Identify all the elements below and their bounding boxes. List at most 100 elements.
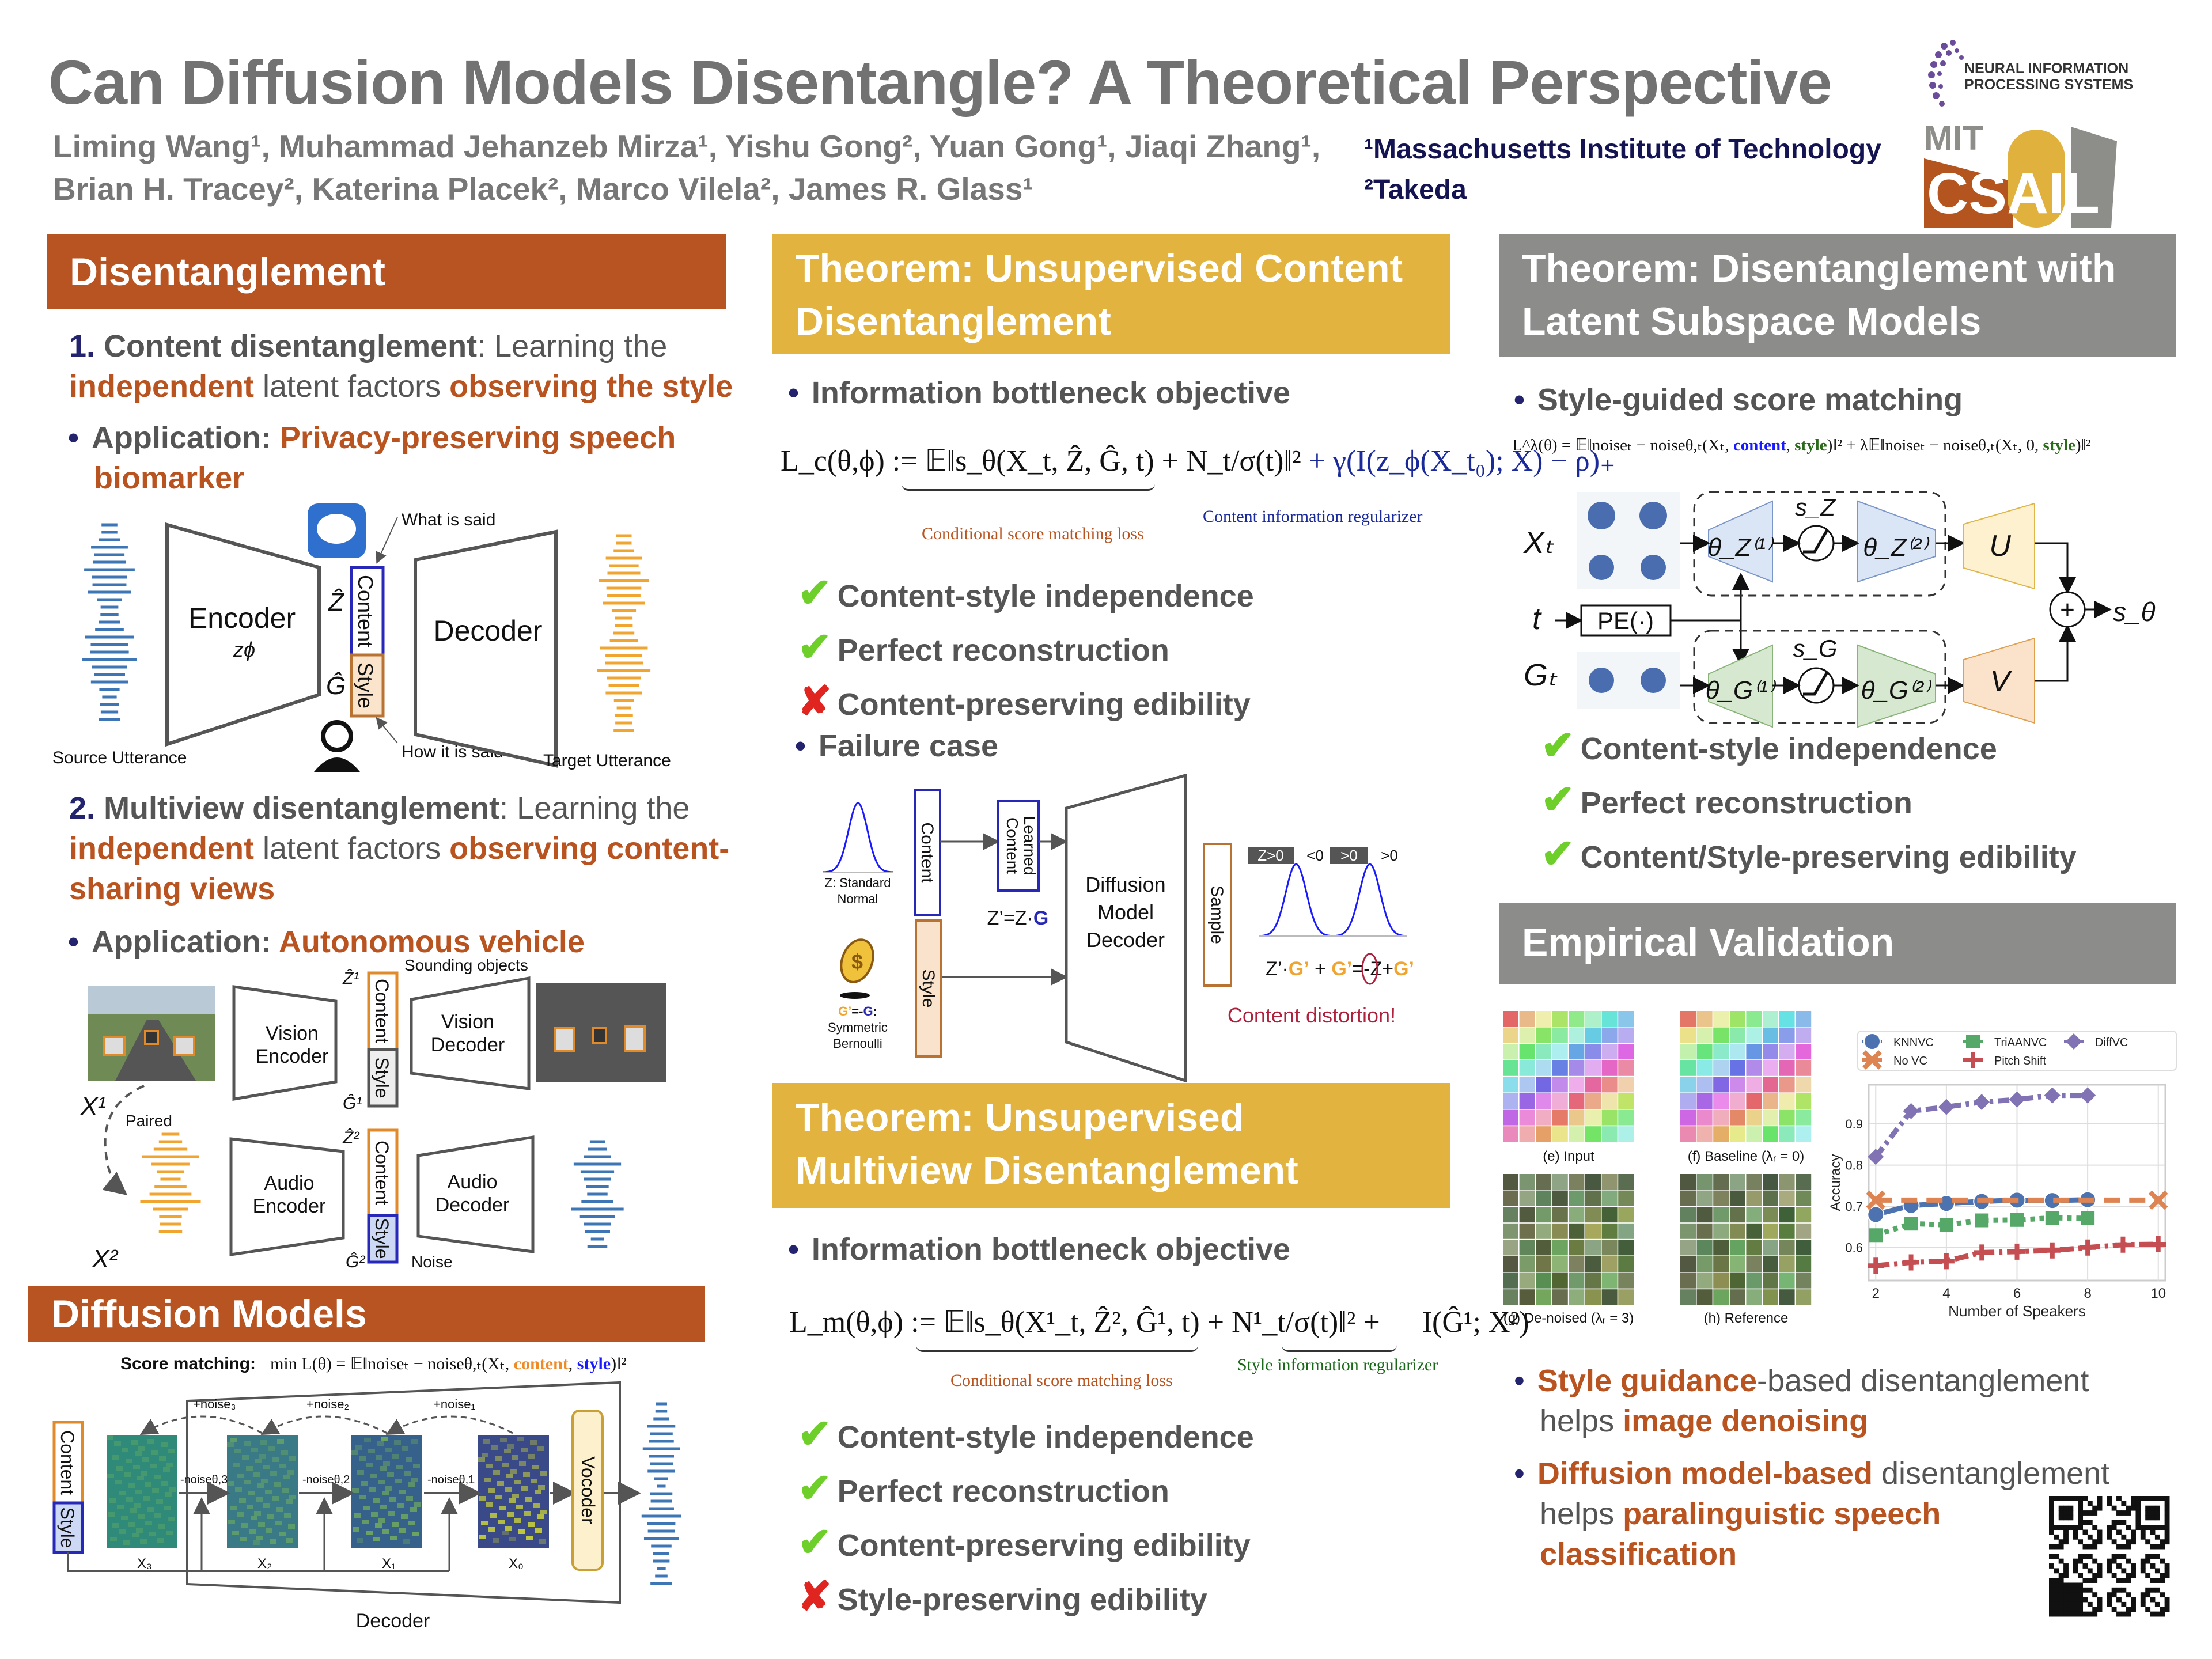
style-box (915, 919, 942, 1058)
style-box-1 (367, 1048, 399, 1108)
x-tick-label: 4 (1942, 1286, 1950, 1301)
brace (902, 484, 1155, 491)
add-noise-label: +noise₂ (306, 1397, 349, 1411)
annotation-regularizer: Style information regularizer (1237, 1355, 1438, 1374)
authors-line-2: Brian H. Tracey², Katerina Placek², Marc… (53, 171, 1033, 207)
sub-noise-label: -noiseθ,1 (427, 1474, 475, 1486)
style-label: Style (354, 662, 377, 709)
check-icon: ✔ (798, 570, 832, 615)
neurips-text-2: PROCESSING SYSTEMS (1964, 77, 2134, 93)
check-text: Perfect reconstruction (837, 633, 1169, 668)
spectrogram (227, 1435, 298, 1548)
theorem3-checks: ✔Content-style independence ✔Perfect rec… (1541, 720, 2077, 882)
bullet-info-bottleneck-2: •Information bottleneck objective (788, 1232, 1291, 1267)
mit-csail-logo: MIT CSAIL (1921, 118, 2117, 233)
qr-code (2049, 1496, 2170, 1617)
decoder-label: Model (1097, 900, 1154, 924)
legend-item: KNNVC (1862, 1033, 1934, 1050)
content-box (52, 1421, 84, 1505)
u-label: U (1989, 529, 2011, 563)
check-item: ✔Content/Style-preserving edibility (1541, 828, 2077, 882)
formula-content: content (513, 1354, 569, 1373)
vision-encoder-label-1: Vision (266, 1022, 319, 1044)
content-label: Content (372, 1141, 392, 1205)
bullet-text: Style-guided score matching (1537, 382, 1963, 417)
t-label: t (1532, 601, 1542, 636)
highlight: sharing views (69, 872, 275, 906)
check-text: Content-style independence (837, 579, 1254, 613)
standard-normal-curve (822, 802, 894, 873)
v-block (1963, 637, 2035, 724)
legend-marker (1966, 1035, 1980, 1048)
sub-noise-label: -noiseθ,2 (302, 1474, 350, 1486)
check-item: ✔Content-style independence (798, 1408, 1254, 1463)
legend-marker (1863, 1033, 1881, 1050)
bullet-info-bottleneck: •Information bottleneck objective (788, 376, 1291, 410)
application-value: Autonomous vehicle (278, 925, 585, 959)
check-icon: ✔ (798, 624, 832, 669)
positive-label: >0 (1381, 847, 1398, 864)
audio-output-waveform (571, 1140, 624, 1248)
data-point (1939, 1218, 1953, 1232)
image-panel (1503, 1011, 1634, 1142)
cross-icon: ✘ (798, 679, 832, 724)
x1-label: X¹ (80, 1092, 106, 1120)
z-label: Normal (838, 892, 878, 906)
diffusion-decoder-diagram: Content Style +noise₃ +noise₂ +noise₁ -n… (52, 1381, 681, 1632)
multiview-disentanglement-text: 2. Multiview disentanglement: Learning t… (69, 788, 729, 909)
paired-arrow (102, 1085, 145, 1196)
item-number: 2. (69, 791, 96, 825)
image-panel (1680, 1174, 1812, 1305)
data-point (2009, 1091, 2025, 1108)
content-box-1 (367, 971, 399, 1051)
sample-label: Sample (1207, 885, 1226, 944)
highlight: Style guidance (1537, 1363, 1758, 1398)
decoder-label: Decoder (1086, 928, 1165, 952)
bernoulli-label: Bernoulli (833, 1036, 882, 1051)
vision-decoder-label-2: Decoder (431, 1034, 505, 1056)
data-point (1866, 1190, 1886, 1210)
section-header-diffusion: Diffusion Models (28, 1286, 705, 1342)
encoder-shape (165, 522, 321, 747)
series-diffvc (1868, 1087, 2096, 1165)
learned-content-box (997, 800, 1040, 892)
z-phi-label: zϕ (233, 638, 255, 661)
z-prime-label: Z’=Z·G (987, 907, 1049, 929)
data-point (2010, 1213, 2024, 1227)
data-point (1867, 1206, 1885, 1224)
item-text: : Learning the (499, 791, 690, 825)
formula-content: content (1733, 436, 1786, 454)
formula-loss: L_m(θ,ϕ) := 𝔼‖s_θ(X¹_t, Ẑ², Ĝ¹, t) + N¹_… (789, 1306, 1380, 1339)
formula-style: style (577, 1354, 611, 1373)
content-loss-formula: L_c(θ,ϕ) := 𝔼‖s_θ(X_t, Ẑ, Ĝ, t) + N_t/σ(… (781, 444, 1616, 478)
highlight: observing the style (449, 369, 733, 404)
x-axis-label: Number of Speakers (1948, 1302, 2085, 1320)
z1-label: Ẑ¹ (342, 969, 359, 988)
x-label: X₁ (382, 1556, 396, 1571)
audio-decoder-label-1: Audio (448, 1171, 498, 1193)
highlight: image denoising (1623, 1404, 1869, 1438)
check-text: Content-preserving edibility (837, 1528, 1251, 1563)
check-icon: ✔ (1541, 831, 1575, 876)
empirical-bullet-1: •Style guidance-based disentanglement he… (1514, 1363, 2089, 1438)
vision-decoder-label-1: Vision (441, 1011, 494, 1033)
multiview-loss-formula: L_m(θ,ϕ) := 𝔼‖s_θ(X¹_t, Ẑ², Ĝ¹, t) + N¹_… (789, 1305, 1529, 1339)
z-hat-label: Ẑ (328, 588, 345, 616)
sub-noise-label: -noiseθ,3 (180, 1474, 228, 1486)
distortion-equation: Z’·G’ + G’=-Z+G’ (1266, 958, 1414, 980)
vision-encoder-label-2: Encoder (256, 1046, 329, 1067)
legend-label: KNNVC (1893, 1036, 1934, 1049)
neurips-dots-icon (1928, 40, 1964, 107)
check-text: Content/Style-preserving edibility (1580, 840, 2077, 874)
vision-encoder-shape (232, 985, 338, 1101)
sg-label: s_G (1793, 635, 1837, 662)
formula-part: L^λ(θ) = 𝔼‖noiseₜ − noiseθ,ₜ(Xₜ, (1512, 436, 1733, 454)
x2-label: X² (92, 1245, 118, 1273)
data-point (2081, 1211, 2095, 1225)
check-icon: ✔ (798, 1465, 832, 1510)
highlight: independent (69, 831, 254, 866)
latent-subspace-diagram: Xₜ t Gₜ PE(·) θ_Z⁽¹⁾ θ_Z⁽²⁾ θ_G⁽¹⁾ θ_G⁽²… (1522, 491, 2156, 728)
